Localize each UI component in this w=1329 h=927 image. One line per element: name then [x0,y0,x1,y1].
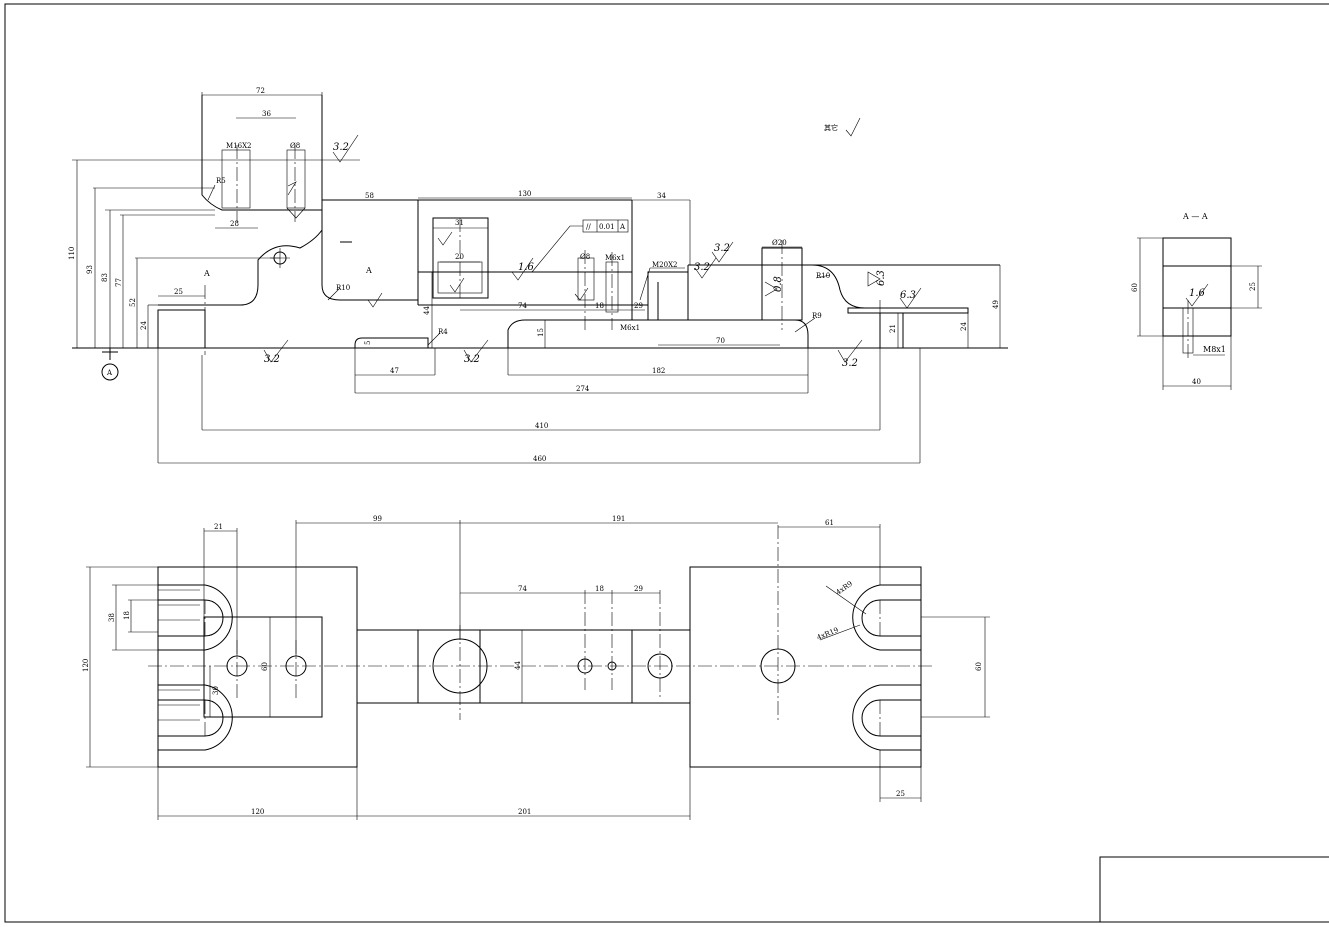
roughness-3-2-m20b: 3.2 [714,243,730,254]
dim-25: 25 [174,288,183,296]
roughness-1-6-mid: 1.6 [518,262,535,273]
dim-130: 130 [518,190,531,198]
section-view: A — A 60 25 40 M8x1 1.6 [1131,212,1262,390]
dim-24-left: 24 [140,321,148,330]
section-roughness: 1.6 [1189,288,1206,299]
dim-34: 34 [657,192,666,200]
radius-r10-left: R10 [336,284,350,292]
thread-m20: M20X2 [652,261,678,269]
dim-18: 18 [595,302,604,310]
dim-28: 28 [230,220,239,228]
tolerance-symbol: // [586,223,591,231]
top-dim-74: 74 [518,585,527,593]
other-note: 其它 [824,123,838,132]
roughness-3-2-bottom-right: 3.2 [842,358,858,369]
title-block [1099,856,1329,923]
dim-31: 31 [455,219,464,227]
dim-36: 36 [262,110,271,118]
radius-r4: R4 [438,328,448,336]
dim-70: 70 [716,337,725,345]
top-dim-99: 99 [373,515,382,523]
dim-5: 5 [364,341,372,345]
top-view: 21 99 191 61 74 18 29 120 201 25 120 38 … [82,515,990,820]
front-view [72,92,1008,464]
dim-21-right: 21 [889,324,897,333]
roughness-3-2-top: 3.2 [333,142,349,153]
dim-24-right: 24 [960,322,968,331]
top-dim-30: 30 [212,686,220,695]
dim-77: 77 [115,278,123,287]
section-dim-25: 25 [1249,282,1257,291]
roughness-3-2-m20a: 3.2 [694,262,710,273]
dim-72: 72 [256,87,265,95]
section-mark-left: A [203,269,210,278]
dim-d8-mid: Ø8 [580,253,590,261]
section-dim-60: 60 [1131,283,1139,292]
front-view-labels: 72 36 M16X2 Ø8 R5 28 58 130 34 31 20 Ø20… [68,87,1000,463]
roughness-3-2-bottom-left: 3.2 [264,354,280,365]
dim-52: 52 [129,298,137,307]
top-dim-201: 201 [518,808,531,816]
thread-m6-top: M6x1 [605,254,625,262]
tolerance-datum: A [619,223,626,231]
dim-93: 93 [86,265,94,274]
top-dim-60-right: 60 [975,662,983,671]
dim-460: 460 [533,455,546,463]
dim-d8-top: Ø8 [290,142,300,150]
radius-r10-right: R10 [816,272,830,280]
dim-49: 49 [992,300,1000,309]
dim-74: 74 [518,302,527,310]
top-dim-120-h: 120 [82,659,90,672]
dim-410: 410 [535,422,548,430]
top-dim-60-inner: 60 [261,662,269,671]
top-dim-25: 25 [896,790,905,798]
section-dim-40: 40 [1192,378,1201,386]
top-dim-21: 21 [214,523,223,531]
roughness-6-3-right: 6.3 [900,290,916,301]
dim-274: 274 [576,385,590,393]
dim-20-box: 20 [455,253,464,261]
label-4xr19: 4xR19 [816,626,840,642]
top-dim-191: 191 [612,515,625,523]
dim-182: 182 [652,367,665,375]
sheet-border [4,3,1329,923]
roughness-0-8: 0.8 [773,276,784,292]
dim-110: 110 [68,247,76,260]
label-4xr9: 4xR9 [835,580,854,597]
radius-r9: R9 [812,312,822,320]
dim-d20: Ø20 [772,239,787,247]
section-mark-right: A [365,266,372,275]
dim-58: 58 [365,192,374,200]
roughness-3-2-bottom-mid: 3.2 [464,354,480,365]
thread-m16: M16X2 [226,142,252,150]
datum-label: A [106,369,113,377]
top-dim-29: 29 [634,585,643,593]
radius-r5: R5 [216,177,226,185]
dim-29: 29 [634,302,643,310]
dim-44: 44 [423,306,431,315]
section-title: A — A [1182,212,1208,221]
section-thread: M8x1 [1203,345,1226,354]
top-dim-18: 18 [595,585,604,593]
dim-83: 83 [101,273,109,282]
top-dim-44: 44 [514,661,522,670]
roughness-6-3-top: 6.3 [876,270,887,286]
thread-m6-bottom: M6x1 [620,324,640,332]
top-dim-38: 38 [108,613,116,622]
top-dim-61: 61 [825,519,834,527]
top-dim-18-h: 18 [123,611,131,620]
tolerance-value: 0.01 [599,223,615,231]
top-dim-120-w: 120 [251,808,264,816]
dim-47: 47 [390,367,399,375]
dim-15: 15 [537,328,545,337]
